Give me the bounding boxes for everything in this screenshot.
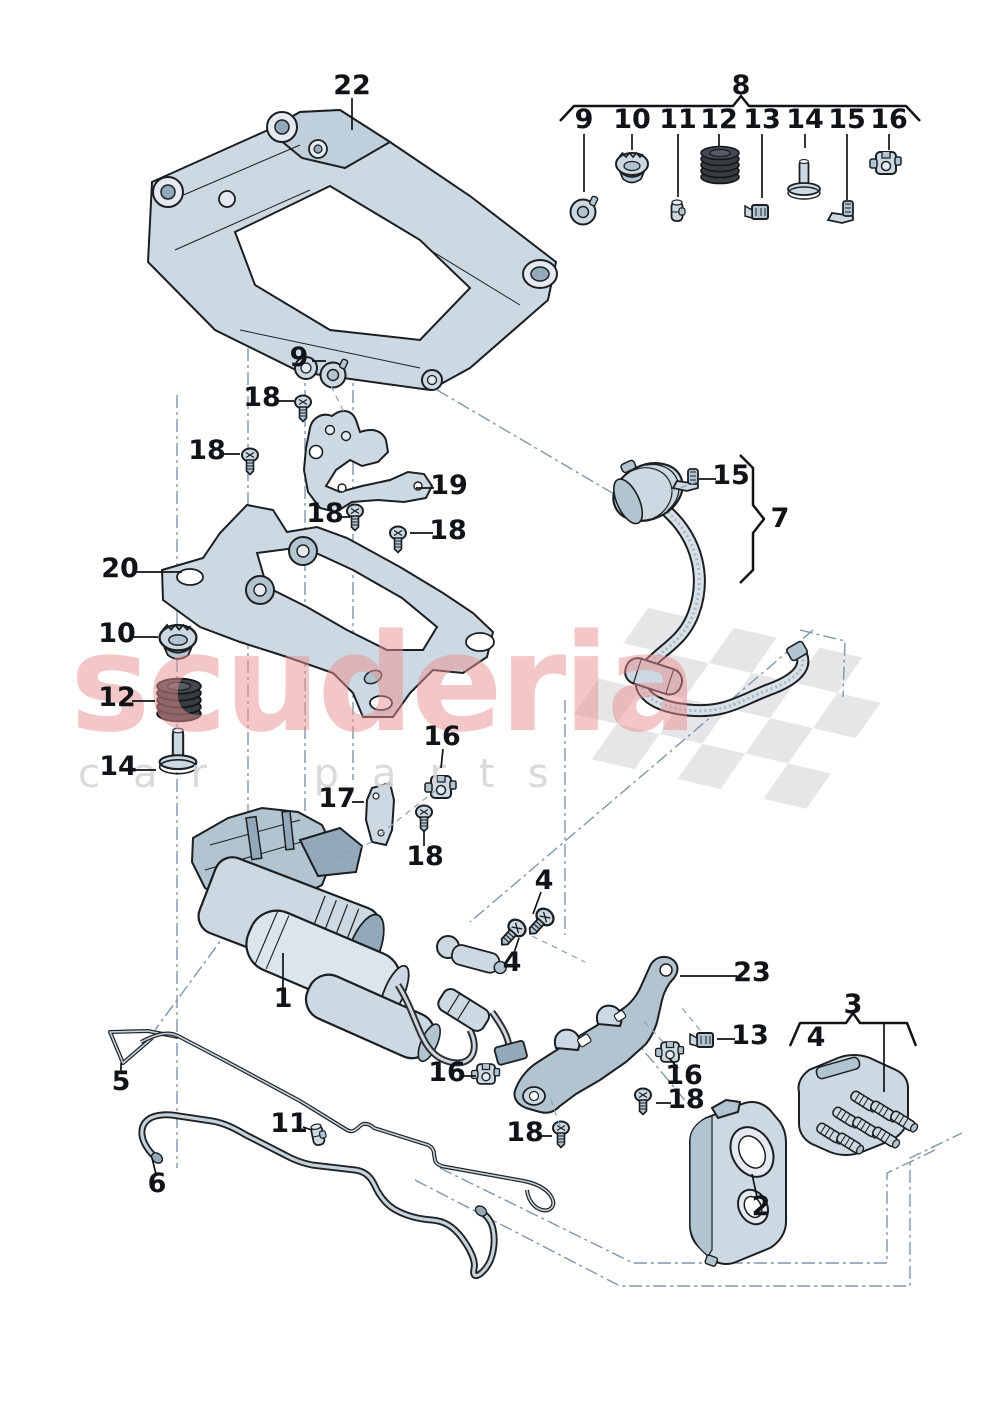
compressor-cable-connector bbox=[437, 988, 491, 1032]
callout-18-b: 18 bbox=[188, 435, 226, 466]
callout-3: 3 bbox=[844, 989, 863, 1020]
callout-11-b: 11 bbox=[270, 1108, 308, 1139]
callout-18-c: 18 bbox=[306, 498, 344, 529]
callout-6: 6 bbox=[148, 1168, 167, 1199]
screw-18-g bbox=[552, 1120, 570, 1149]
callout-22: 22 bbox=[333, 70, 371, 101]
subframe-22 bbox=[146, 108, 558, 392]
callout-18-e: 18 bbox=[406, 841, 444, 872]
callout-5: 5 bbox=[112, 1066, 131, 1097]
callout-15-group: 15 bbox=[828, 104, 866, 135]
bracket-20 bbox=[160, 503, 495, 718]
clip-13-b bbox=[689, 1032, 714, 1048]
callout-16-a: 16 bbox=[423, 721, 461, 752]
screw-18-e bbox=[415, 804, 433, 833]
callout-15: 15 bbox=[712, 460, 750, 491]
callout-12-group: 12 bbox=[700, 104, 738, 135]
screw-18-a bbox=[294, 394, 312, 423]
callout-20: 20 bbox=[101, 553, 139, 584]
screw-18-d bbox=[389, 525, 407, 554]
callout-18-g: 18 bbox=[506, 1117, 544, 1148]
pressure-pipe-5 bbox=[108, 1029, 556, 1213]
clip-9-item bbox=[569, 194, 600, 226]
callout-9-group: 9 bbox=[575, 104, 594, 135]
screw-4-b bbox=[494, 915, 530, 952]
leader-lines bbox=[120, 94, 921, 1198]
callout-4-c: 4 bbox=[807, 1022, 826, 1053]
screw-18-f bbox=[634, 1087, 652, 1116]
callout-23: 23 bbox=[733, 957, 771, 988]
callout-18-d: 18 bbox=[429, 515, 467, 546]
callout-2: 2 bbox=[752, 1191, 771, 1222]
callout-4-b: 4 bbox=[503, 947, 522, 978]
callout-13-b: 13 bbox=[731, 1020, 769, 1051]
callout-9: 9 bbox=[290, 342, 309, 373]
compressor-1 bbox=[190, 806, 528, 1067]
callout-4-a: 4 bbox=[535, 865, 554, 896]
callout-18-f: 18 bbox=[667, 1084, 705, 1115]
intake-muffler bbox=[612, 459, 684, 525]
callout-12: 12 bbox=[98, 682, 136, 713]
callout-16-group: 16 bbox=[870, 104, 908, 135]
callout-8: 8 bbox=[732, 70, 751, 101]
screw-18-b bbox=[241, 447, 259, 476]
holder-16-c bbox=[470, 1063, 501, 1085]
callout-7: 7 bbox=[771, 503, 790, 534]
callout-10-group: 10 bbox=[613, 104, 651, 135]
valve-unit-2 bbox=[689, 1098, 787, 1267]
clip-13-item bbox=[744, 204, 769, 220]
fastener-kit-group-8 bbox=[569, 145, 902, 226]
callout-14: 14 bbox=[99, 751, 137, 782]
callout-14-group: 14 bbox=[786, 104, 824, 135]
pin-14-item bbox=[787, 158, 821, 200]
plate-17 bbox=[364, 781, 396, 847]
clamp-15-item bbox=[827, 200, 854, 224]
rubber-spring-12-item bbox=[700, 145, 740, 185]
line-connector-block-3 bbox=[797, 1054, 921, 1157]
callout-19: 19 bbox=[430, 470, 468, 501]
connector-11-b bbox=[309, 1121, 329, 1147]
screw-4-a bbox=[522, 904, 558, 941]
callout-1: 1 bbox=[274, 983, 293, 1014]
clip-11-item bbox=[670, 199, 686, 222]
bracket-19 bbox=[302, 410, 434, 514]
holder-16-item bbox=[869, 151, 902, 175]
watermark-line2: car parts bbox=[78, 751, 582, 797]
air-intake-line-7 bbox=[612, 459, 810, 718]
watermark: scuderia car parts bbox=[70, 605, 698, 797]
callout-17: 17 bbox=[318, 783, 356, 814]
pressure-pipe-6 bbox=[138, 1111, 498, 1280]
callout-11-group: 11 bbox=[659, 104, 697, 135]
callout-10: 10 bbox=[98, 618, 136, 649]
callout-16-c: 16 bbox=[428, 1057, 466, 1088]
callout-18-a: 18 bbox=[243, 382, 281, 413]
watermark-line1: scuderia bbox=[70, 605, 695, 762]
bushing-10-item bbox=[615, 152, 649, 184]
bracket-23 bbox=[513, 955, 679, 1114]
callout-13-group: 13 bbox=[743, 104, 781, 135]
callout-16-d: 16 bbox=[665, 1060, 703, 1091]
